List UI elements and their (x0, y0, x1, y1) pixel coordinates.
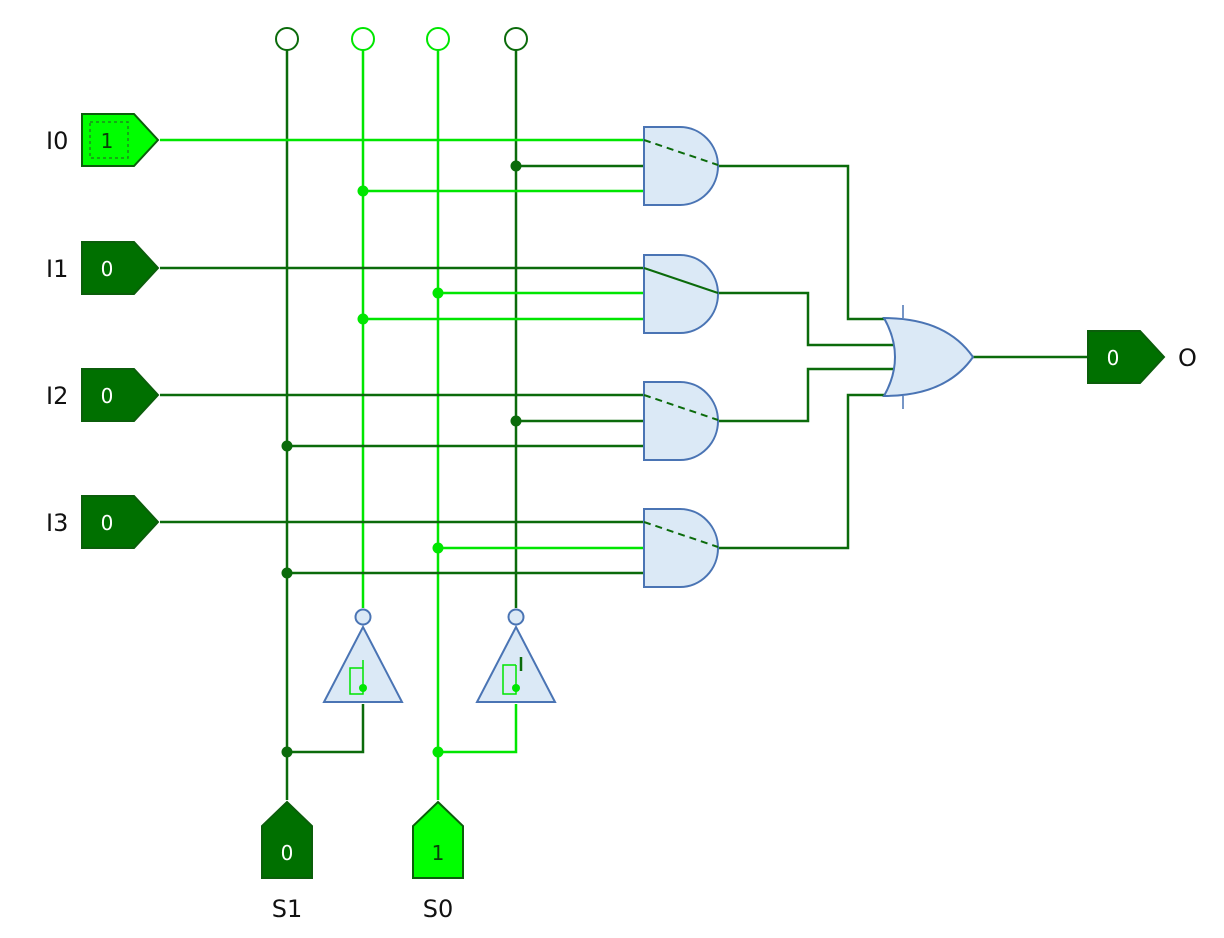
and-gate-3[interactable] (643, 508, 719, 588)
junction-dot (432, 746, 444, 758)
not-gate-s1-indicator (349, 660, 364, 695)
output-pin-value: 0 (1107, 346, 1120, 370)
select-pin-body[interactable] (261, 800, 313, 879)
input-pin-value: 0 (101, 511, 114, 535)
or-gate[interactable] (882, 305, 975, 409)
input-pin-body[interactable] (81, 241, 160, 295)
input-pin-value: 0 (101, 384, 114, 408)
not-gate-s0-indicator-dot (512, 684, 520, 692)
junctions (281, 160, 522, 758)
input-pin-label: I1 (46, 255, 68, 283)
not-gate-s0[interactable] (475, 608, 557, 703)
junction-dot (281, 440, 293, 452)
input-pin-label: I3 (46, 509, 68, 537)
not-gate-s1-indicator-dot (359, 684, 367, 692)
wire-and2-out (718, 367, 893, 423)
input-pin-body[interactable] (81, 495, 160, 549)
select-pin-label: S1 (272, 895, 303, 923)
select-pins: 0S1 1S0 (261, 800, 464, 923)
input-pin-body[interactable] (81, 113, 160, 167)
bus-terminals (275, 27, 528, 51)
input-pin-i0[interactable]: 1 I0 (46, 113, 160, 167)
wires (160, 50, 1090, 800)
and-gate-2[interactable] (643, 381, 719, 461)
output-pin: 0 O (1087, 330, 1197, 384)
bus-terminal-s1n[interactable] (351, 27, 375, 51)
and-gates (643, 126, 719, 588)
wire-and1-out (718, 291, 893, 347)
junction-dot (357, 313, 369, 325)
output-pin-body (1087, 330, 1166, 384)
input-pin-label: I2 (46, 382, 68, 410)
and-gate-0-body (643, 126, 719, 206)
bus-terminal-s1[interactable] (275, 27, 299, 51)
output-pin-label: O (1178, 344, 1197, 372)
junction-dot (510, 160, 522, 172)
input-pin-value: 1 (101, 129, 114, 153)
select-pin-s0[interactable]: 1S0 (412, 800, 464, 923)
select-pin-value: 0 (281, 841, 294, 865)
junction-dot (432, 287, 444, 299)
and-gate-3-body (643, 508, 719, 588)
not-gate-s1[interactable] (322, 608, 404, 703)
and-gate-1[interactable] (643, 254, 719, 334)
and-gate-3-indicator (643, 521, 719, 548)
select-pin-value: 1 (432, 841, 445, 865)
junction-dot (281, 567, 293, 579)
input-pin-i1[interactable]: 0 I1 (46, 241, 160, 295)
wire-and0-out (718, 164, 888, 321)
select-pin-body[interactable] (412, 800, 464, 879)
and-gate-1-body (643, 254, 719, 334)
and-gate-0[interactable] (643, 126, 719, 206)
junction-dot (432, 542, 444, 554)
and-gate-2-indicator (643, 394, 719, 421)
junction-dot (357, 185, 369, 197)
wire-and3-out (718, 393, 888, 550)
input-pin-value: 0 (101, 257, 114, 281)
bus-terminal-s0n[interactable] (504, 27, 528, 51)
and-gate-0-indicator (643, 139, 719, 166)
wire-s1-to-not (287, 704, 365, 754)
input-pin-i3[interactable]: 0 I3 (46, 495, 160, 549)
wire-s0-to-not (438, 704, 518, 754)
junction-dot (281, 746, 293, 758)
select-pin-s1[interactable]: 0S1 (261, 800, 313, 923)
input-pin-label: I0 (46, 127, 68, 155)
input-pin-focus-box (89, 121, 129, 159)
input-pin-i2[interactable]: 0 I2 (46, 368, 160, 422)
and-gate-1-indicator (643, 267, 719, 294)
bus-terminal-s0[interactable] (426, 27, 450, 51)
junction-dot (510, 415, 522, 427)
input-pin-body[interactable] (81, 368, 160, 422)
select-pin-label: S0 (423, 895, 454, 923)
and-gate-2-body (643, 381, 719, 461)
